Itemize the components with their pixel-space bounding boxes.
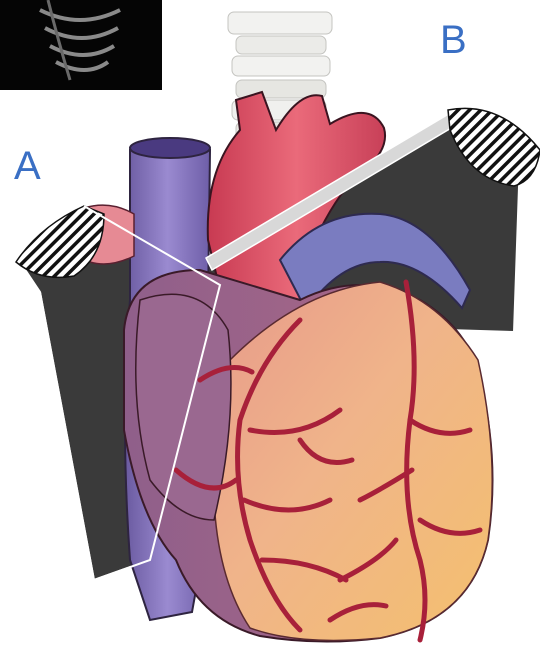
- plane-label-a: A: [14, 146, 41, 186]
- inset-thorax-image: [0, 0, 162, 90]
- plane-label-b: B: [440, 20, 467, 60]
